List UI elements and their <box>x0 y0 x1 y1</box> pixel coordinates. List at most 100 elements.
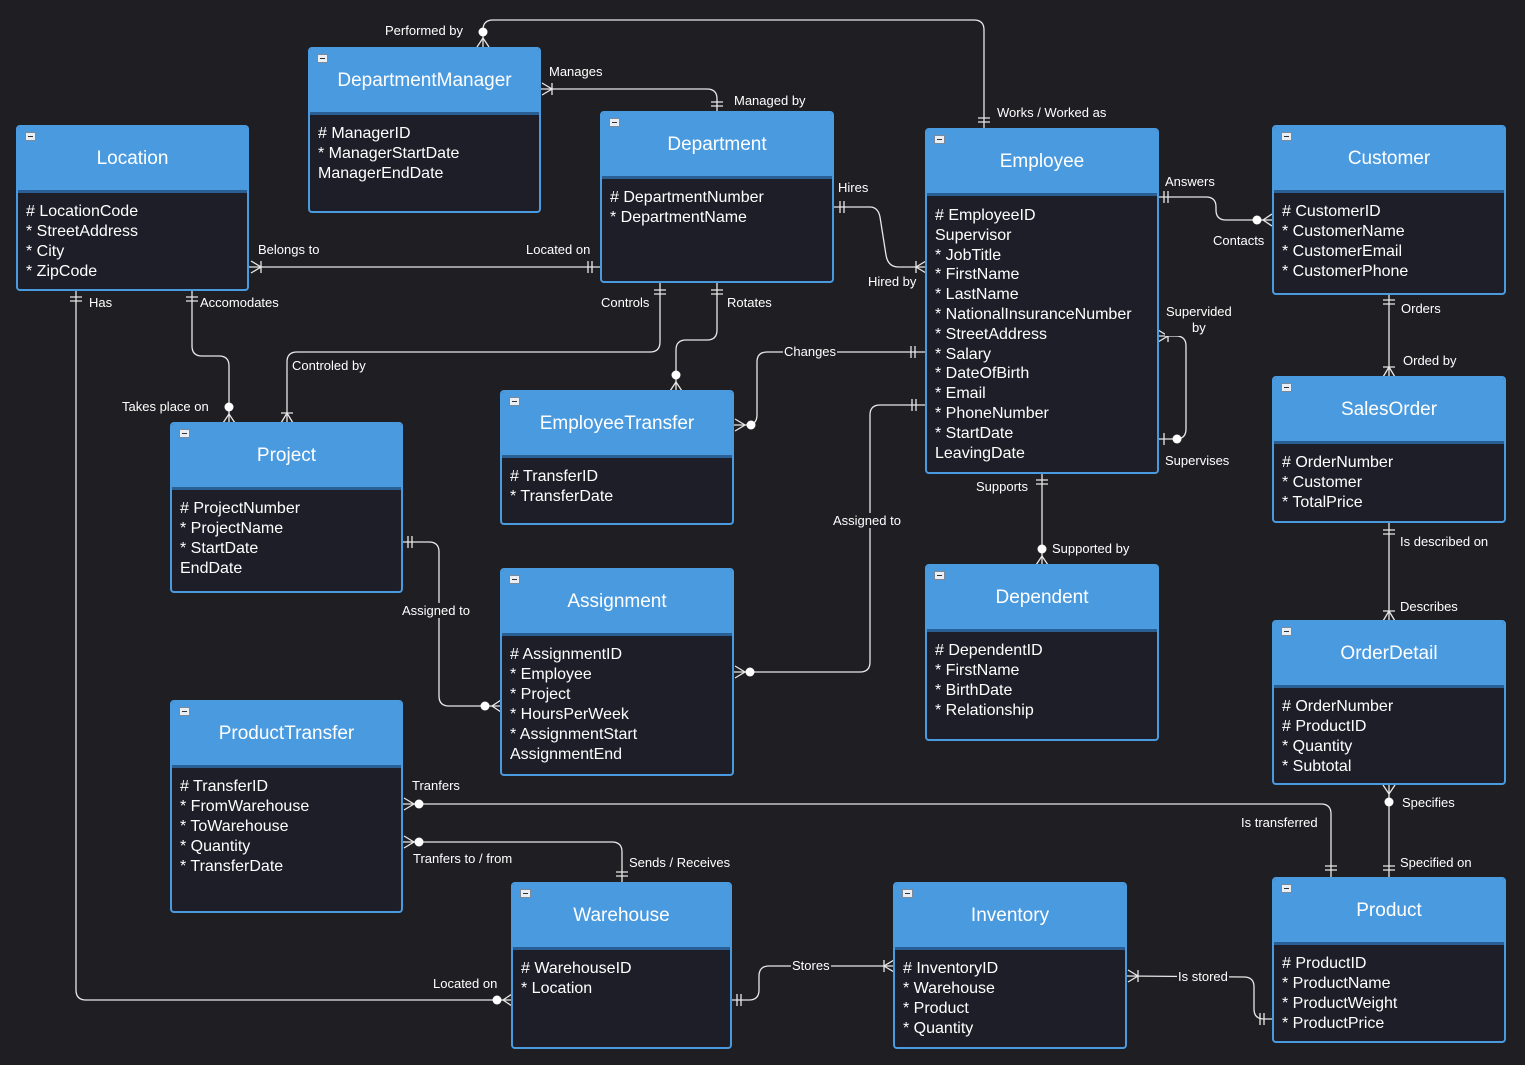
label-tranfers-to-from: Tranfers to / from <box>412 851 514 866</box>
attribute-list: # CustomerID * CustomerName * CustomerEm… <box>1274 193 1504 286</box>
label-located-on: Located on <box>525 242 592 257</box>
attribute: * ProductWeight <box>1282 995 1398 1012</box>
label-answers: Answers <box>1164 174 1216 189</box>
collapse-icon[interactable] <box>1281 132 1292 141</box>
collapse-icon[interactable] <box>317 54 328 63</box>
attribute: # TransferID <box>510 468 599 485</box>
attribute: * Quantity <box>180 838 251 855</box>
entity-product-transfer[interactable]: ProductTransfer # TransferID * FromWareh… <box>170 700 403 913</box>
collapse-icon[interactable] <box>902 889 913 898</box>
label-specifies: Specifies <box>1401 795 1456 810</box>
label-specified-on: Specified on <box>1399 855 1473 870</box>
label-sends-receives: Sends / Receives <box>628 855 732 870</box>
entity-dependent[interactable]: Dependent # DependentID * FirstName * Bi… <box>925 564 1159 741</box>
attribute-list: # OrderNumber * Customer * TotalPrice <box>1274 444 1504 517</box>
entity-employee[interactable]: Employee # EmployeeID Supervisor * JobTi… <box>925 128 1159 474</box>
collapse-icon[interactable] <box>1281 884 1292 893</box>
attribute: * PhoneNumber <box>935 404 1049 422</box>
attribute: * TransferDate <box>510 488 614 505</box>
collapse-icon[interactable] <box>934 135 945 144</box>
attribute: * Quantity <box>903 1020 974 1037</box>
attribute: # InventoryID <box>903 960 999 977</box>
attribute: * ManagerStartDate <box>318 145 460 162</box>
label-assigned-to-employee: Assigned to <box>832 513 902 528</box>
entity-department[interactable]: Department # DepartmentNumber * Departme… <box>600 111 834 283</box>
attribute-list: # InventoryID * Warehouse * Product * Qu… <box>895 950 1125 1043</box>
attribute: # EmployeeID <box>935 207 1036 224</box>
line-controls <box>286 282 661 423</box>
entity-employee-transfer[interactable]: EmployeeTransfer # TransferID * Transfer… <box>500 390 734 525</box>
entity-assignment[interactable]: Assignment # AssignmentID * Employee * P… <box>500 568 734 776</box>
label-accomodates: Accomodates <box>199 295 280 310</box>
line-performed-by <box>482 19 985 130</box>
line-tranfers-to-from <box>402 841 623 883</box>
attribute: * JobTitle <box>935 246 1002 264</box>
entity-title: Warehouse <box>573 904 670 926</box>
label-describes: Describes <box>1399 599 1459 614</box>
collapse-icon[interactable] <box>25 132 36 141</box>
line-has <box>75 290 512 1001</box>
attribute: * DateOfBirth <box>935 365 1030 383</box>
collapse-icon[interactable] <box>520 889 531 898</box>
label-takes-place-on: Takes place on <box>121 399 210 414</box>
attribute-list: # LocationCode * StreetAddress * City * … <box>18 193 247 286</box>
entity-title: Dependent <box>995 586 1089 608</box>
entity-product[interactable]: Product # ProductID * ProductName * Prod… <box>1272 877 1506 1043</box>
collapse-icon[interactable] <box>1281 383 1292 392</box>
collapse-icon[interactable] <box>179 429 190 438</box>
line-supervises <box>1158 335 1187 440</box>
attribute: * CustomerEmail <box>1282 243 1403 260</box>
attribute-list: # ProjectNumber * ProjectName * StartDat… <box>172 490 401 583</box>
attribute: * AssignmentStart <box>510 726 638 743</box>
entity-title: Project <box>256 444 317 466</box>
attribute: # OrderNumber <box>1282 454 1394 471</box>
label-performed-by: Performed by <box>384 23 465 38</box>
label-rotates: Rotates <box>726 295 773 310</box>
line-stores <box>731 965 894 1001</box>
label-assigned-to-project: Assigned to <box>401 603 471 618</box>
collapse-icon[interactable] <box>509 397 520 406</box>
label-orded-by: Orded by <box>1402 353 1458 368</box>
attribute: # ProductID <box>1282 718 1367 735</box>
attribute: * CustomerName <box>1282 223 1405 240</box>
attribute: # WarehouseID <box>521 960 632 977</box>
attribute: * FromWarehouse <box>180 798 310 815</box>
attribute: * StartDate <box>935 424 1014 442</box>
attribute: * Relationship <box>935 702 1034 719</box>
attribute: * Project <box>510 686 571 703</box>
entity-title: DepartmentManager <box>337 69 512 91</box>
attribute-list: # ManagerID * ManagerStartDate ManagerEn… <box>310 115 539 188</box>
label-tranfers: Tranfers <box>411 778 461 793</box>
entity-inventory[interactable]: Inventory # InventoryID * Warehouse * Pr… <box>893 882 1127 1049</box>
attribute: * FirstName <box>935 266 1020 284</box>
collapse-icon[interactable] <box>609 118 620 127</box>
attribute: * Salary <box>935 345 992 363</box>
attribute: * HoursPerWeek <box>510 706 629 723</box>
entity-title: Employee <box>999 150 1085 172</box>
label-works-worked-as: Works / Worked as <box>996 105 1108 120</box>
collapse-icon[interactable] <box>1281 627 1292 636</box>
collapse-icon[interactable] <box>509 575 520 584</box>
attribute: # DepartmentNumber <box>610 189 764 206</box>
entity-order-detail[interactable]: OrderDetail # OrderNumber # ProductID * … <box>1272 620 1506 785</box>
entity-warehouse[interactable]: Warehouse # WarehouseID * Location <box>511 882 732 1049</box>
line-assigned-employee <box>733 404 926 673</box>
line-changes <box>733 351 926 426</box>
collapse-icon[interactable] <box>179 707 190 716</box>
attribute: # ProjectNumber <box>180 500 301 517</box>
label-has: Has <box>88 295 114 310</box>
attribute: * Product <box>903 1000 969 1017</box>
attribute: # LocationCode <box>26 203 139 220</box>
entity-customer[interactable]: Customer # CustomerID * CustomerName * C… <box>1272 125 1506 295</box>
collapse-icon[interactable] <box>934 571 945 580</box>
attribute: * ProductName <box>1282 975 1391 992</box>
entity-project[interactable]: Project # ProjectNumber * ProjectName * … <box>170 422 403 593</box>
entity-title: Assignment <box>567 590 667 612</box>
attribute: EndDate <box>180 560 243 577</box>
entity-location[interactable]: Location # LocationCode * StreetAddress … <box>16 125 249 291</box>
entity-department-manager[interactable]: DepartmentManager # ManagerID * ManagerS… <box>308 47 541 213</box>
label-contacts: Contacts <box>1212 233 1266 248</box>
entity-sales-order[interactable]: SalesOrder # OrderNumber * Customer * To… <box>1272 376 1506 523</box>
